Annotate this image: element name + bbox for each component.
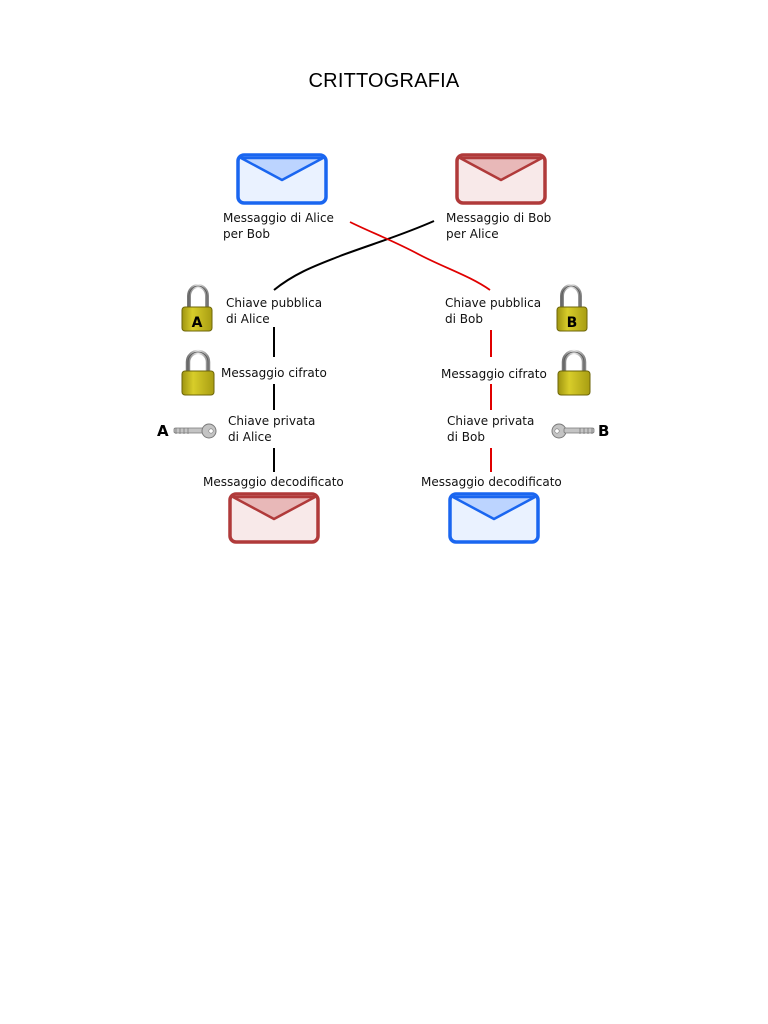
bob-public-key-line1: Chiave pubblica <box>445 296 542 310</box>
bob-encrypted-label: Messaggio cifrato <box>441 367 547 381</box>
alice-private-key-line2: di Alice <box>228 430 272 444</box>
bob-flow-line-cross <box>349 221 491 291</box>
key-icon <box>551 423 595 439</box>
key-letter-bob: B <box>598 422 610 440</box>
bob-decoded-label: Messaggio decodificato <box>421 475 562 489</box>
padlock-icon <box>557 349 591 396</box>
alice-flow-line-cross <box>273 220 435 291</box>
alice-private-key-label: Chiave privata di Alice <box>228 413 315 445</box>
alice-public-key-line2: di Alice <box>226 312 270 326</box>
alice-encrypted-label: Messaggio cifrato <box>221 366 327 380</box>
lock-letter-bob: B <box>567 315 578 331</box>
alice-public-key-line1: Chiave pubblica <box>226 296 323 310</box>
bob-message-label: Messaggio di Bob per Alice <box>446 210 551 242</box>
key-icon <box>173 423 217 439</box>
bob-private-key-line2: di Bob <box>447 430 485 444</box>
alice-message-line1: Messaggio di Alice <box>223 211 334 225</box>
alice-private-key-line1: Chiave privata <box>228 414 316 428</box>
bob-private-key-line1: Chiave privata <box>447 414 535 428</box>
bob-public-key-line2: di Bob <box>445 312 483 326</box>
padlock-icon <box>181 349 215 396</box>
alice-message-line2: per Bob <box>223 227 270 241</box>
alice-public-key-label: Chiave pubblica di Alice <box>226 295 322 327</box>
alice-decoded-label: Messaggio decodificato <box>203 475 344 489</box>
bob-public-key-label: Chiave pubblica di Bob <box>445 295 541 327</box>
bob-private-key-label: Chiave privata di Bob <box>447 413 534 445</box>
envelope-icon <box>228 492 320 544</box>
envelope-icon <box>455 153 547 205</box>
lock-letter-alice: A <box>192 315 203 331</box>
page-title: CRITTOGRAFIA <box>308 70 460 92</box>
envelope-icon <box>448 492 540 544</box>
padlock-icon <box>181 284 213 332</box>
alice-message-label: Messaggio di Alice per Bob <box>223 210 334 242</box>
envelope-icon <box>236 153 328 205</box>
bob-message-line1: Messaggio di Bob <box>446 211 552 225</box>
key-letter-alice: A <box>157 422 169 440</box>
padlock-icon <box>556 284 588 332</box>
bob-message-line2: per Alice <box>446 227 499 241</box>
